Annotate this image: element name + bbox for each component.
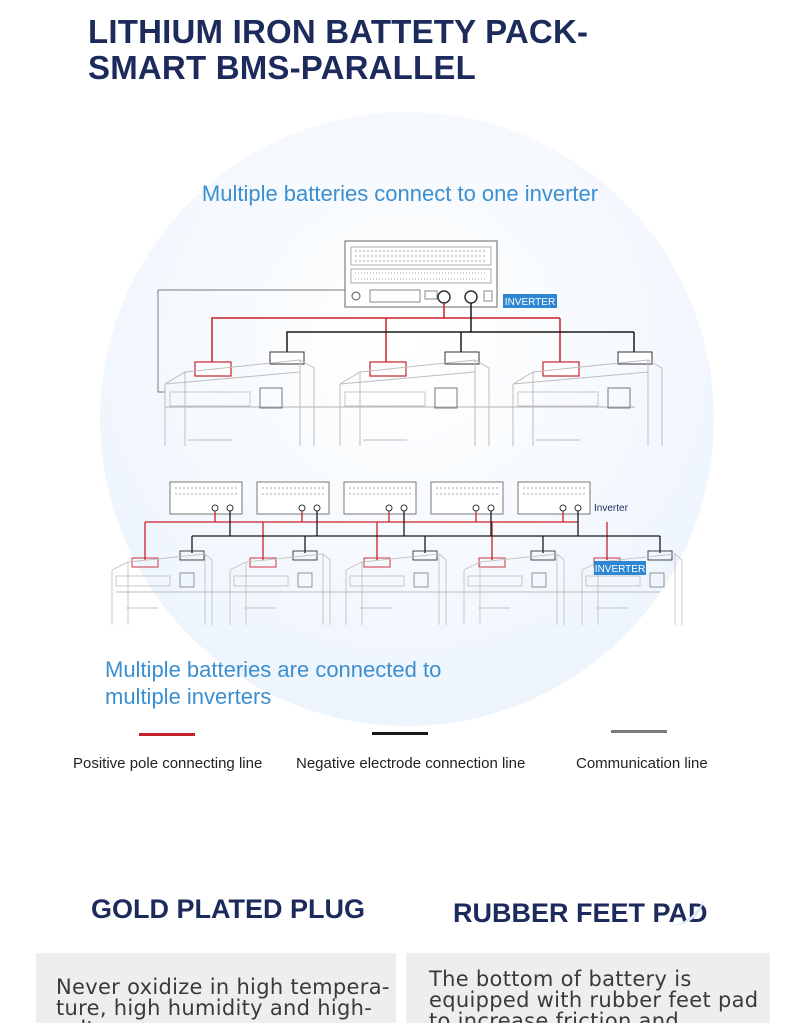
legend-communication-swatch — [611, 730, 667, 733]
inverter-row-label: Inverter — [594, 503, 629, 514]
rubber-text-line-2: equipped with rubber feet pad — [429, 988, 759, 1012]
gold-text-line-2: ture, high humidity and high-salt — [56, 996, 373, 1023]
main-inverter-illustration — [344, 240, 498, 308]
inverter-unit-1 — [169, 481, 243, 515]
gold-plated-plug-card: Never oxidize in high tempera- ture, hig… — [36, 953, 396, 1023]
legend-negative-swatch — [372, 732, 428, 735]
legend-positive-label: Positive pole connecting line — [73, 755, 263, 772]
battery-unit-2 — [339, 351, 490, 446]
inverter-label: INVERTER — [505, 297, 555, 308]
rubber-feet-pad-title: RUBBER FEET PAD — [453, 898, 708, 928]
inverter-label-box — [503, 294, 557, 308]
inverter-label-multi: INVERTER — [595, 564, 645, 575]
battery-unit-b1 — [111, 550, 213, 625]
communication-line — [157, 289, 345, 393]
title-line-2: SMART BMS-PARALLEL — [88, 49, 476, 86]
inverter-unit-4 — [430, 481, 504, 515]
battery-unit-b2 — [229, 550, 331, 625]
multi-inverter-subtitle: Multiple batteries are connected to mult… — [105, 656, 525, 710]
positive-wiring-multi — [144, 511, 608, 560]
battery-unit-1 — [164, 351, 315, 446]
inverter-unit-5 — [517, 481, 591, 515]
legend-communication-label: Communication line — [576, 755, 708, 772]
battery-row — [111, 550, 683, 625]
battery-unit-3 — [512, 351, 663, 446]
rubber-text-line-3: to increase friction and stability — [429, 1009, 679, 1023]
inverter-unit-2 — [256, 481, 330, 515]
inverter-label-box-multi — [594, 561, 646, 575]
gold-plated-plug-title: GOLD PLATED PLUG — [91, 894, 365, 924]
page-title: LITHIUM IRON BATTETY PACK- SMART BMS-PAR… — [88, 14, 588, 86]
battery-unit-b3 — [345, 550, 447, 625]
positive-wiring — [211, 303, 561, 365]
single-inverter-subtitle: Multiple batteries connect to one invert… — [201, 181, 599, 206]
rubber-text-line-1: The bottom of battery is — [429, 967, 692, 991]
rubber-feet-pad-description: The bottom of battery is equipped with r… — [429, 969, 770, 1023]
rubber-feet-pad-card: The bottom of battery is equipped with r… — [406, 953, 770, 1023]
swoosh-decoration-icon — [672, 898, 704, 926]
title-line-1: LITHIUM IRON BATTETY PACK- — [88, 13, 589, 50]
gold-plated-plug-description: Never oxidize in high tempera- ture, hig… — [56, 977, 396, 1023]
battery-unit-b4 — [463, 550, 565, 625]
inverter-row — [169, 481, 591, 515]
legend-negative-label: Negative electrode connection line — [296, 755, 526, 772]
multi-subtitle-line-2: multiple inverters — [105, 684, 272, 709]
negative-wiring-multi — [191, 511, 661, 553]
diagram-background-circle — [100, 112, 714, 726]
gold-text-line-1: Never oxidize in high tempera- — [56, 975, 390, 999]
negative-wiring — [286, 303, 635, 355]
inverter-unit-3 — [343, 481, 417, 515]
legend-positive-swatch — [139, 733, 195, 736]
multi-subtitle-line-1: Multiple batteries are connected to — [105, 657, 442, 682]
